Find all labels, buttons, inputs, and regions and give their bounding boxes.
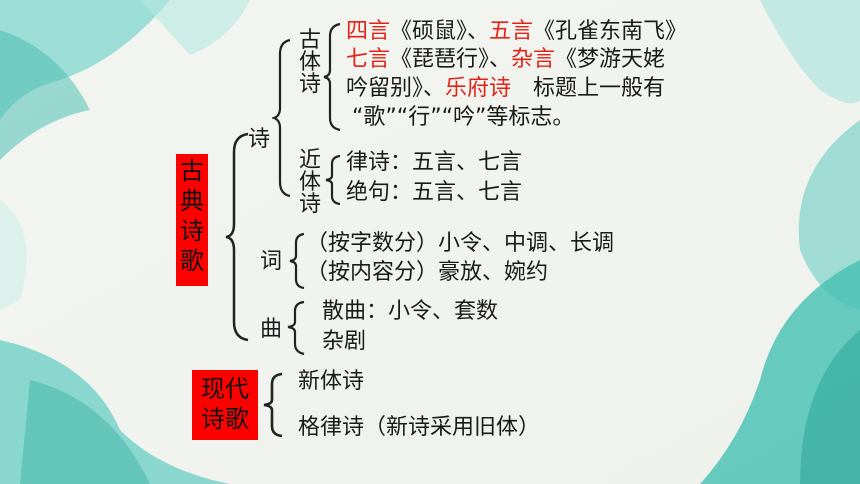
ci-line-2: （按内容分）豪放、婉约 xyxy=(306,260,549,285)
qu-line-1: 散曲：小令、套数 xyxy=(322,299,499,324)
guti-brace xyxy=(323,22,341,132)
modern-line-1: 新体诗 xyxy=(298,369,365,394)
root-brace xyxy=(225,132,249,342)
modern-brace xyxy=(263,372,283,438)
shi-label: 诗 xyxy=(248,127,271,152)
ci-line-1: （按字数分）小令、中调、长调 xyxy=(306,231,615,256)
classical-char: 古 xyxy=(180,157,204,185)
modern-line-2: 格律诗（新诗采用旧体） xyxy=(298,415,541,440)
modern-line: 现代 xyxy=(201,375,249,403)
ci-brace xyxy=(289,232,305,290)
modern-poetry-box: 现代 诗歌 xyxy=(192,370,258,440)
guti-label: 古 体 诗 xyxy=(298,28,321,97)
classical-poetry-box: 古 典 诗 歌 xyxy=(176,154,208,286)
classical-char: 歌 xyxy=(180,247,204,275)
jinti-brace xyxy=(325,154,341,206)
shi-brace xyxy=(272,38,291,198)
classical-char: 典 xyxy=(180,187,204,215)
modern-line: 诗歌 xyxy=(201,405,249,433)
guti-line-4: “歌”“行”“吟”等标志。 xyxy=(352,105,575,130)
qu-label: 曲 xyxy=(260,317,283,342)
jinti-label: 近 体 诗 xyxy=(298,148,321,217)
guti-line-3: 吟留别》、乐府诗 标题上一般有 xyxy=(346,76,666,101)
qu-brace xyxy=(287,300,305,356)
classical-char: 诗 xyxy=(180,217,204,245)
qu-line-2: 杂剧 xyxy=(322,329,367,354)
jinti-line-1: 律诗：五言、七言 xyxy=(346,150,523,175)
guti-line-2: 七言《琵琶行》、杂言《梦游天姥 xyxy=(346,47,666,72)
jinti-line-2: 绝句：五言、七言 xyxy=(346,180,523,205)
guti-line-1: 四言《硕鼠》、五言《孔雀东南飞》 xyxy=(346,19,688,44)
ci-label: 词 xyxy=(260,249,283,274)
